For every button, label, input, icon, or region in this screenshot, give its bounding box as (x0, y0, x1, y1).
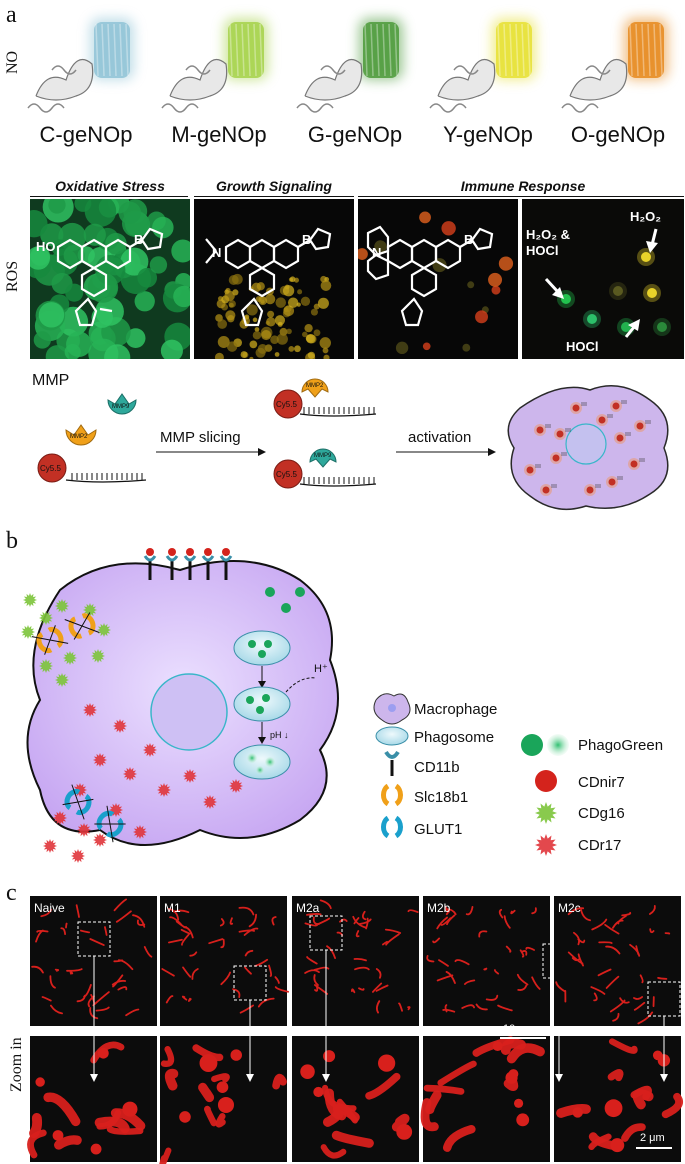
protein-label-c: C-geNOp (39, 122, 133, 147)
mmp-step2-label: activation (408, 429, 471, 446)
ros-header-rule-2 (194, 196, 354, 197)
protein-structure-5 (561, 18, 668, 113)
cy55-dye-mid-top (273, 389, 303, 419)
legend-label-phagogreen: PhagoGreen (578, 737, 663, 754)
mmp2-enzyme-free (65, 424, 97, 446)
ros-arrows (544, 228, 658, 338)
panel-a-letter: a (6, 2, 17, 28)
hocl-label: HOCl (566, 339, 599, 354)
n-label-3: N (372, 245, 381, 260)
phagosome-1 (233, 630, 291, 666)
h2o2-hocl-label-1: H₂O₂ & (526, 227, 570, 242)
protein-structure-3 (296, 18, 403, 113)
ros-image-immune-2: H₂O₂ & HOCl H₂O₂ HOCl (522, 199, 684, 359)
ho-label: HO (36, 239, 56, 254)
protein-label-o: O-geNOp (570, 122, 666, 147)
ros-header-rule-1 (30, 196, 188, 197)
mmp-diagram: MMP9 MMP2 Cy5.5 MMP slicing Cy5.5 MMP2 C… (37, 378, 669, 511)
h2o2-hocl-label-2: HOCl (526, 243, 559, 258)
protein-structure-2 (161, 18, 268, 113)
tile-label-m1: M1 (164, 901, 181, 915)
ros-header-growth: Growth Signaling (216, 178, 332, 194)
tile-label-m2a: M2a (296, 901, 320, 915)
mmp9-enzyme-bound (309, 448, 337, 468)
legend-cdnir7-dot (535, 770, 557, 792)
mmp-title: MMP (32, 372, 70, 389)
protein-label-m: M-geNOp (171, 122, 267, 147)
legend-label-glut1: GLUT1 (414, 821, 462, 838)
ros-image-growth: N B (194, 199, 354, 359)
cy55-label-mid-top: Cy5.5 (276, 400, 297, 409)
legend-label-cdr17: CDr17 (578, 837, 621, 854)
tile-label-m2b: M2b (427, 901, 451, 915)
n-label-2: N (212, 245, 221, 260)
mito-tile-4 (420, 896, 576, 1162)
legend-slc18b1-icon (381, 783, 403, 807)
mmp9-label-free: MMP9 (112, 404, 130, 410)
cy55-dye-mid-bottom (273, 459, 303, 489)
mmp2-label-free: MMP2 (70, 434, 88, 440)
mmp9-label-bound: MMP9 (314, 453, 332, 459)
mitochondria-panel: Naive M1 M2a M2b M2c 10 μm 2 μm (27, 896, 683, 1164)
mmp9-enzyme-free (107, 393, 137, 415)
legend-label-cd11b: CD11b (414, 759, 460, 776)
scale-label-top: 10 μm (503, 1023, 534, 1035)
cell-nucleus (150, 673, 228, 751)
activated-nucleus (565, 423, 607, 465)
panel-b-letter: b (6, 528, 18, 554)
hplus-label: H⁺ (314, 663, 328, 675)
mmp2-enzyme-bound (301, 378, 329, 398)
ph-drop-label: pH ↓ (270, 730, 289, 740)
ros-image-oxidative: HO B (30, 199, 190, 359)
panel-c-letter: c (6, 880, 17, 906)
tile-label-m2c: M2c (558, 901, 581, 915)
mito-tile-2 (159, 896, 289, 1164)
legend-phagogreen-dot-blur (547, 734, 569, 756)
protein-label-g: G-geNOp (307, 122, 403, 147)
ros-row-label: ROS (4, 260, 21, 292)
protein-structures (27, 18, 668, 113)
mmp2-label-bound: MMP2 (306, 383, 324, 389)
protein-structure-1 (27, 18, 134, 113)
ros-header-immune: Immune Response (460, 178, 586, 194)
mito-tile-3 (292, 896, 419, 1162)
ros-header-oxidative: Oxidative Stress (55, 178, 165, 194)
boron-label-2: B (302, 232, 311, 247)
scale-label-bottom: 2 μm (640, 1132, 665, 1144)
legend-cd11b-icon (384, 750, 400, 776)
xanthene-structure-2 (205, 227, 332, 327)
cy55-label-left: Cy5.5 (40, 464, 61, 473)
legend-label-macrophage: Macrophage (414, 701, 497, 718)
mito-tile-1 (27, 896, 157, 1162)
fluorescein-structure (56, 227, 164, 327)
protein-label-y: Y-geNOp (443, 122, 533, 147)
julolidine-structure (366, 225, 494, 327)
cy55-label-mid-bottom: Cy5.5 (276, 470, 297, 479)
mmp-step1-label: MMP slicing (160, 429, 241, 446)
legend-glut1-icon (381, 815, 403, 839)
ros-header-rule-3 (358, 196, 684, 197)
protein-structure-4 (429, 18, 536, 113)
legend-phagogreen-dot-solid (521, 734, 543, 756)
legend-label-cdg16: CDg16 (578, 805, 625, 822)
cy55-dye-left (37, 453, 67, 483)
boron-label-1: B (134, 232, 143, 247)
legend (373, 693, 569, 856)
legend-label-cdnir7: CDnir7 (578, 774, 625, 791)
phagosome-2 (233, 686, 291, 722)
legend-label-phagosome: Phagosome (414, 729, 494, 746)
tile-label-naive: Naive (34, 901, 65, 915)
phagosome-3 (233, 744, 291, 780)
h2o2-label: H₂O₂ (630, 209, 661, 224)
mito-tile-5 (554, 896, 683, 1162)
ros-image-immune-1: N B (358, 199, 518, 359)
boron-label-3: B (464, 232, 473, 247)
panel-b-diagram: H⁺ pH ↓ Macrophage Phagosome CD11b Slc (21, 548, 663, 863)
legend-label-slc18b1: Slc18b1 (414, 789, 468, 806)
legend-phagosome-icon (375, 726, 409, 746)
